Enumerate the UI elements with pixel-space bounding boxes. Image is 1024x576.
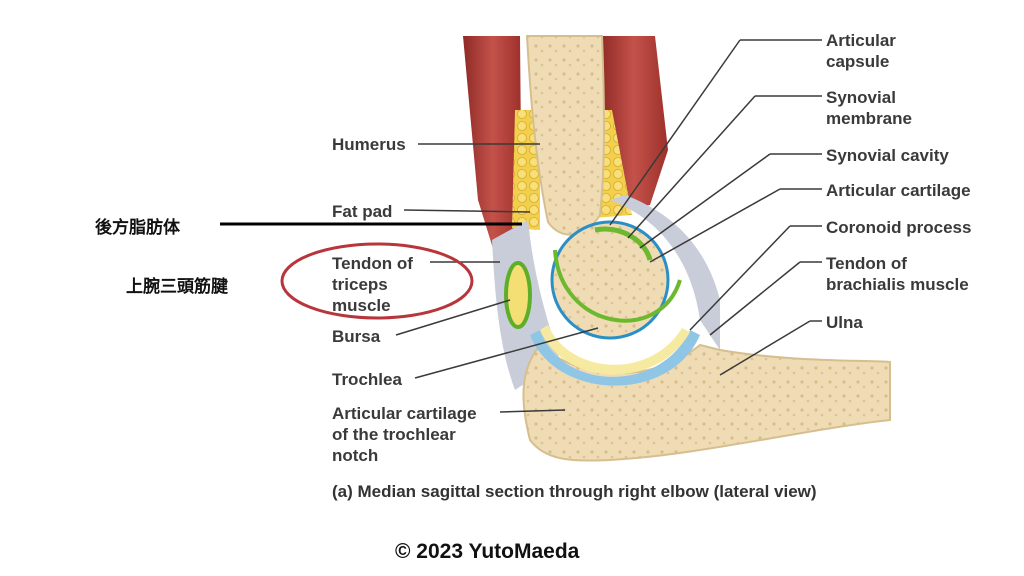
label-synovial-membrane: Synovial membrane [826,88,912,128]
trochlea-shape [550,220,670,340]
copyright-notice: © 2023 YutoMaeda [395,540,580,563]
label-bursa: Bursa [332,327,381,346]
leader-lines [395,39,822,413]
label-tendon-triceps: Tendon of triceps muscle [332,254,413,315]
label-synovial-cavity: Synovial cavity [826,146,949,165]
label-trochlea: Trochlea [332,370,402,389]
label-ulna: Ulna [826,313,863,332]
triceps-muscle [463,36,522,255]
label-articular-cartilage-notch: Articular cartilage of the trochlear not… [332,404,477,465]
triceps-highlight-ellipse [280,242,474,320]
label-humerus: Humerus [332,135,406,154]
label-fat-pad: Fat pad [332,202,393,221]
trochlear-notch-cartilage [530,330,700,386]
label-articular-cartilage: Articular cartilage [826,181,971,200]
label-tendon-brachialis: Tendon of brachialis muscle [826,254,969,294]
label-coronoid-process: Coronoid process [826,218,972,237]
jp-label-fat-pad: 後方脂肪体 [95,218,180,238]
jp-label-triceps-tendon: 上腕三頭筋腱 [126,277,228,297]
figure-caption: (a) Median sagittal section through righ… [332,482,817,501]
bursa-shape [504,261,532,329]
label-articular-capsule: Articular capsule [826,31,896,71]
posterior-fat-pad [512,110,540,230]
